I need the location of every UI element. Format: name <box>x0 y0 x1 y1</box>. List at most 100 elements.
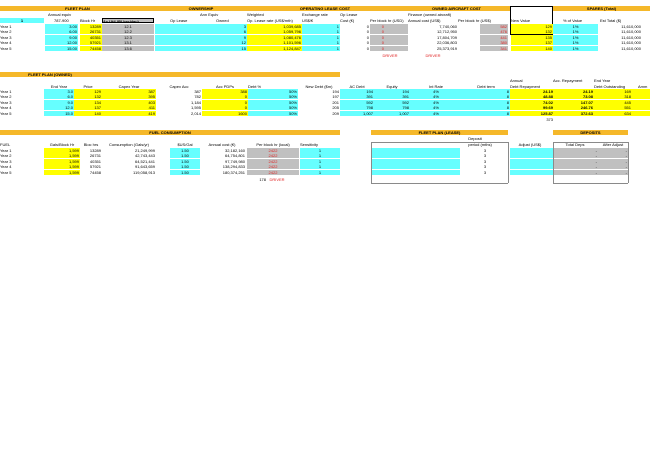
owned-annual-cell[interactable]: 7,740,060 <box>439 24 457 29</box>
annual-equiv-cell[interactable]: 15.00 <box>45 45 78 51</box>
fuel-price-cell[interactable]: 1.50 <box>170 153 200 159</box>
acc-repay-cell[interactable]: 246.76 <box>554 105 594 111</box>
ac-util-cell[interactable]: 12.3 <box>102 34 154 40</box>
fuel-price-cell[interactable]: 1.50 <box>170 148 200 153</box>
op-lease-cell[interactable] <box>155 34 201 40</box>
fuel-per-block-cell[interactable]: 2422 <box>247 169 299 175</box>
fuel-per-block-cell[interactable]: 2422 <box>247 148 299 153</box>
capex-acc-cell[interactable]: 782 <box>194 94 201 100</box>
adjust-cell[interactable] <box>510 158 553 164</box>
capex-year-cell[interactable]: 387 <box>102 89 156 94</box>
owned-cell[interactable]: 9 <box>201 34 247 40</box>
owned-annual-cell[interactable]: 25,373,919 <box>436 45 457 51</box>
fuel-price-cell[interactable]: 1.50 <box>170 169 200 175</box>
end-year-cell[interactable]: 6.0 <box>44 94 74 100</box>
bloc-cell[interactable]: 13289 <box>89 148 101 153</box>
op-lease-cell[interactable] <box>155 45 201 51</box>
capex-year-cell[interactable]: 411 <box>102 105 156 111</box>
deposit-after-cell[interactable]: - <box>598 164 628 170</box>
price-cell[interactable]: 132 <box>74 94 102 100</box>
deposit-period-cell[interactable]: 3 <box>483 169 487 175</box>
spares-est-cell[interactable]: 11,610,000 <box>621 40 641 46</box>
owned-cell[interactable]: 6 <box>201 29 247 35</box>
per-block-lease-cell[interactable]: 0 <box>370 24 385 29</box>
block-hr-cell[interactable]: 74458 <box>80 45 102 51</box>
amm-cell[interactable] <box>632 105 650 111</box>
fuel-annual-cell[interactable]: 97,749,980 <box>224 158 245 164</box>
lease-b-cell[interactable] <box>407 158 460 164</box>
op-cost-cell[interactable]: 0 <box>366 45 369 51</box>
spares-pct-cell[interactable]: 1% <box>553 24 598 29</box>
debt-term-cell[interactable]: 8 <box>462 99 510 105</box>
owned-cell[interactable]: 15 <box>201 45 247 51</box>
grey-cell[interactable] <box>385 29 408 35</box>
lease-rate-cell[interactable]: 1,124,847 <box>247 45 302 51</box>
acc-repay-cell[interactable]: 147.07 <box>554 99 594 105</box>
bloc-cell[interactable]: 57921 <box>89 164 101 170</box>
lease-b-cell[interactable] <box>407 169 460 175</box>
owned-annual-cell[interactable]: 17,804,709 <box>436 34 457 40</box>
price-cell[interactable]: 137 <box>74 105 102 111</box>
spares-pct-cell[interactable]: 1% <box>553 29 598 35</box>
annual-equiv-cell[interactable]: 12.00 <box>45 40 78 46</box>
owned-per-block-cell[interactable]: 341 <box>480 45 508 51</box>
debt-pct-cell[interactable]: 50% <box>248 94 298 100</box>
lease-b-cell[interactable] <box>407 148 460 153</box>
owned-per-block-cell[interactable]: 476 <box>480 29 508 35</box>
debt-out-cell[interactable]: 169 <box>594 89 632 94</box>
capex-acc-cell[interactable]: 1,595 <box>190 105 201 111</box>
acc-pdp-cell[interactable]: 0 <box>202 94 248 100</box>
per-block-lease-cell[interactable]: 0 <box>370 40 385 46</box>
debt-out-cell[interactable]: 445 <box>594 99 632 105</box>
lease-b-cell[interactable] <box>407 153 460 159</box>
new-value-cell[interactable]: 135 <box>511 34 553 40</box>
debt-out-cell[interactable]: 634 <box>594 110 632 116</box>
bloc-cell[interactable]: 74458 <box>89 169 101 175</box>
acc-pdp-cell[interactable]: 1600 <box>202 110 248 116</box>
annual-equiv-cell[interactable]: 6.00 <box>45 29 78 35</box>
owned-annual-cell[interactable]: 22,036,803 <box>436 40 457 46</box>
deposit-period-cell[interactable]: 3 <box>483 158 487 164</box>
lease-rate-cell[interactable]: 1,059,796 <box>247 29 302 35</box>
debt-term-cell[interactable]: 8 <box>462 110 510 116</box>
per-block-lease-cell[interactable]: 0 <box>370 29 385 35</box>
op-lease-cell[interactable] <box>155 29 201 35</box>
acc-repay-cell[interactable]: 73.08 <box>554 94 594 100</box>
debt-pct-cell[interactable]: 50% <box>248 99 298 105</box>
debt-pct-cell[interactable]: 50% <box>248 89 298 94</box>
deposit-period-cell[interactable]: 3 <box>483 164 487 170</box>
op-cost-cell[interactable]: 0 <box>366 24 369 29</box>
spares-est-cell[interactable]: 11,610,000 <box>621 24 641 29</box>
price-cell[interactable]: 134 <box>74 99 102 105</box>
deposit-total-cell[interactable]: - <box>553 153 598 159</box>
amm-cell[interactable] <box>632 94 650 100</box>
sensitivity-cell[interactable]: 1 <box>300 158 340 164</box>
amm-cell[interactable] <box>632 89 650 94</box>
acc-repay-cell[interactable]: 372.63 <box>554 110 594 116</box>
adjust-cell[interactable] <box>510 148 553 153</box>
fuel-annual-cell[interactable]: 138,294,833 <box>222 164 245 170</box>
ac-debt-cell[interactable]: 798 <box>340 105 374 111</box>
grey-cell[interactable] <box>385 40 408 46</box>
end-year-cell[interactable]: 15.0 <box>44 110 74 116</box>
exchange-cell[interactable]: 1 <box>302 34 340 40</box>
lease-rate-cell[interactable]: 1,080,476 <box>247 34 302 40</box>
deposit-total-cell[interactable]: - <box>553 158 598 164</box>
deposit-after-cell[interactable]: - <box>598 169 628 175</box>
new-debt-cell[interactable]: 197 <box>332 94 339 100</box>
op-lease-cell[interactable] <box>155 40 201 46</box>
bloc-cell[interactable]: 26731 <box>89 153 101 159</box>
key-cell[interactable]: 1 <box>0 18 44 23</box>
fuel-annual-cell[interactable]: 32,182,160 <box>224 148 245 153</box>
deposit-total-cell[interactable]: - <box>553 148 598 153</box>
end-year-cell[interactable]: 12.0 <box>44 105 74 111</box>
ac-debt-cell[interactable]: 194 <box>340 89 374 94</box>
block-hr-cell[interactable]: 26731 <box>80 29 102 35</box>
per-block-lease-cell[interactable]: 0 <box>370 45 385 51</box>
capex-year-cell[interactable]: 419 <box>102 110 156 116</box>
owned-cell[interactable]: 3 <box>201 24 247 29</box>
equity-cell[interactable]: 391 <box>374 94 410 100</box>
new-debt-cell[interactable]: 194 <box>332 89 339 94</box>
gals-cell[interactable]: 1,599 <box>44 164 80 170</box>
spares-pct-cell[interactable]: 1% <box>553 34 598 40</box>
